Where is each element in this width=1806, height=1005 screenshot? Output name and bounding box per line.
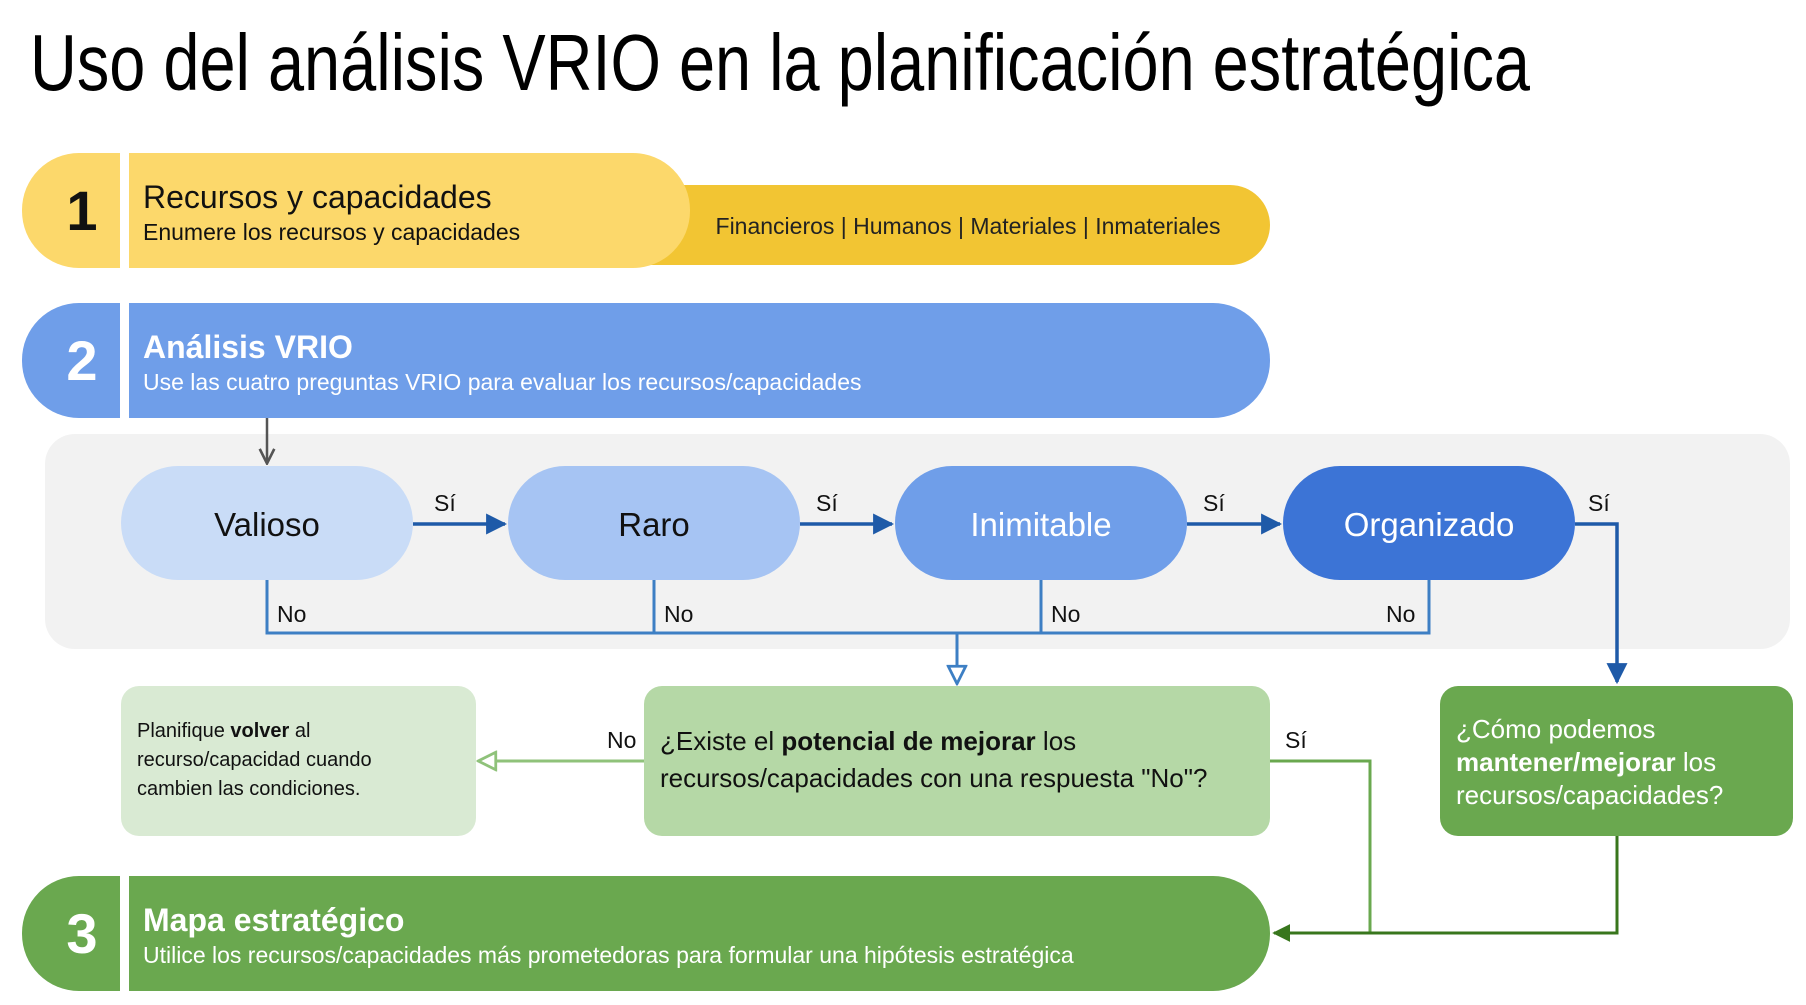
yes-label: Sí: [816, 490, 838, 516]
vrio-node-label: Inimitable: [970, 506, 1111, 543]
vrio-node-label: Valioso: [214, 506, 320, 543]
no-label: No: [1051, 601, 1080, 627]
improve-question-box: [644, 686, 1270, 836]
maintain-question-line1: ¿Cómo podemos: [1456, 714, 1655, 744]
step-2: 2 Análisis VRIO Use las cuatro preguntas…: [22, 300, 1270, 421]
step-2-subtitle: Use las cuatro preguntas VRIO para evalu…: [143, 369, 861, 395]
step-2-divider: [120, 300, 129, 421]
vrio-node-raro: Raro: [508, 466, 800, 580]
improve-question-line1: ¿Existe el potencial de mejorar los: [660, 726, 1076, 756]
step-1-bar: [22, 153, 690, 268]
vrio-node-organizado: Organizado: [1283, 466, 1575, 580]
yes-line-improve-to-step3: [1270, 759, 1372, 933]
improve-question: ¿Existe el potencial de mejorar los recu…: [644, 686, 1270, 836]
step-2-title: Análisis VRIO: [143, 329, 353, 365]
step-1-number: 1: [66, 179, 97, 242]
vrio-node-shape: [508, 466, 800, 580]
vrio-node-label: Organizado: [1344, 506, 1515, 543]
step-1-subtitle: Enumere los recursos y capacidades: [143, 219, 520, 245]
yes-label: Sí: [1203, 490, 1225, 516]
step-1-divider: [120, 150, 129, 271]
step-1: 1 Recursos y capacidades Enumere los rec…: [22, 150, 1270, 271]
yes-arrow-organizado-maintain: [1575, 522, 1628, 685]
maintain-question-line2: mantener/mejorar los: [1456, 747, 1716, 777]
no-label: No: [277, 601, 306, 627]
vrio-node-label: Raro: [618, 506, 690, 543]
vrio-node-shape: [121, 466, 413, 580]
step-3-title: Mapa estratégico: [143, 902, 404, 938]
step-2-number: 2: [66, 329, 97, 392]
vrio-node-valioso: Valioso: [121, 466, 413, 580]
step-3-divider: [120, 873, 129, 994]
step-1-title: Recursos y capacidades: [143, 179, 492, 215]
revisit-note-line1: Planifique volver al: [137, 720, 310, 742]
step-3-number: 3: [66, 902, 97, 965]
revisit-note-box: [121, 686, 476, 836]
maintain-question-line3: recursos/capacidades?: [1456, 780, 1723, 810]
page-title: Uso del análisis VRIO en la planificació…: [30, 18, 1530, 107]
vrio-node-shape: [895, 466, 1187, 580]
no-label: No: [1386, 601, 1415, 627]
revisit-note: Planifique volver al recurso/capacidad c…: [121, 686, 476, 836]
step-2-bar: [22, 303, 1270, 418]
improve-question-line2: recursos/capacidades con una respuesta "…: [660, 763, 1207, 793]
vrio-node-shape: [1283, 466, 1575, 580]
step-3-subtitle: Utilice los recursos/capacidades más pro…: [143, 942, 1074, 968]
step-3-bar: [22, 876, 1270, 991]
yes-label: Sí: [1285, 727, 1307, 753]
no-collector-line: [265, 580, 1431, 635]
step-3: 3 Mapa estratégico Utilice los recursos/…: [22, 873, 1270, 994]
no-label: No: [664, 601, 693, 627]
maintain-to-step3-arrow: [1272, 836, 1619, 942]
vrio-node-inimitable: Inimitable: [895, 466, 1187, 580]
resource-categories: Financieros | Humanos | Materiales | Inm…: [716, 213, 1221, 239]
revisit-note-line2: recurso/capacidad cuando: [137, 749, 372, 771]
maintain-question: ¿Cómo podemos mantener/mejorar los recur…: [1440, 686, 1793, 836]
yes-label: Sí: [434, 490, 456, 516]
revisit-note-line3: cambien las condiciones.: [137, 778, 360, 800]
maintain-question-box: [1440, 686, 1793, 836]
step-1-categories-band: [560, 185, 1270, 265]
yes-label: Sí: [1588, 490, 1610, 516]
no-label: No: [607, 727, 636, 753]
